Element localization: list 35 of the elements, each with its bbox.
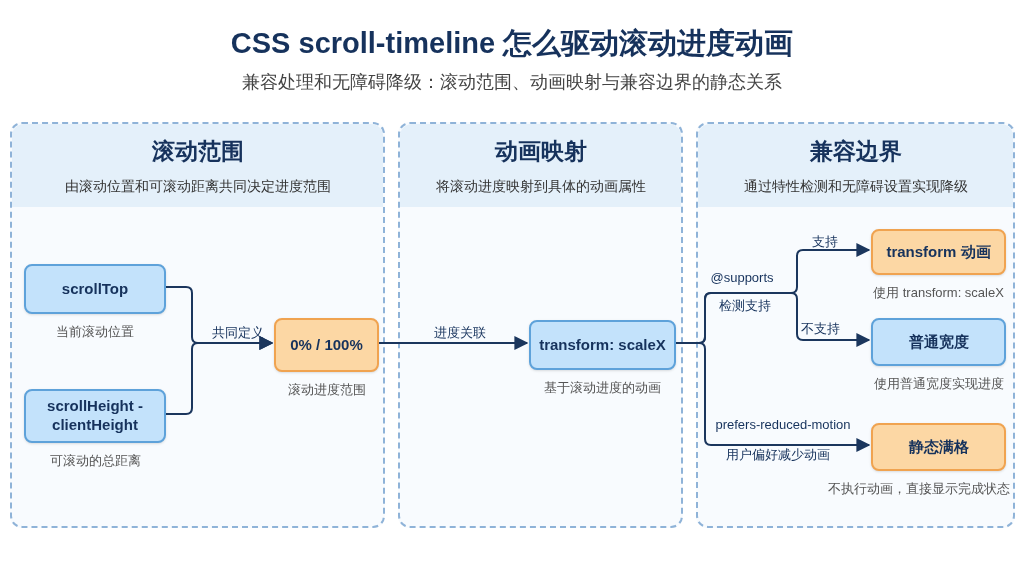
process-box: 0% / 100% — [274, 318, 379, 372]
node-caption: 不执行动画，直接显示完成状态 — [828, 480, 1010, 498]
panel-subtitle: 通过特性检测和无障碍设置实现降级 — [743, 177, 968, 197]
edge-label: 不支持 — [800, 320, 840, 339]
panel — [10, 122, 385, 528]
node-caption: 当前滚动位置 — [56, 323, 134, 341]
panel-subtitle: 由滚动位置和可滚动距离共同决定进度范围 — [64, 177, 331, 197]
edge-label: 进度关联 — [434, 324, 486, 343]
arrow — [376, 336, 529, 350]
process-box: 静态满格 — [871, 423, 1006, 471]
panel-title: 动画映射 — [494, 136, 587, 166]
process-box: 普通宽度 — [871, 318, 1006, 366]
panel-subtitle: 将滚动进度映射到具体的动画属性 — [435, 177, 646, 197]
edge-note: @supports — [710, 269, 774, 288]
process-box: scrollHeight - clientHeight — [24, 389, 166, 443]
panel — [398, 122, 683, 528]
panel — [696, 122, 1015, 528]
arrow — [163, 336, 274, 415]
node-caption: 滚动进度范围 — [287, 381, 366, 399]
node-caption: 基于滚动进度的动画 — [544, 379, 661, 397]
edge-label: 支持 — [812, 233, 838, 252]
panel-title: 滚动范围 — [151, 136, 244, 166]
edge-label: prefers-reduced-motion — [715, 416, 851, 435]
process-box: transform 动画 — [871, 229, 1006, 275]
node-caption: 可滚动的总距离 — [49, 452, 141, 470]
process-box: scrollTop — [24, 264, 166, 314]
edge-note: 检测支持 — [719, 297, 771, 316]
panel-title: 兼容边界 — [809, 136, 902, 166]
node-caption: 使用普通宽度实现进度 — [873, 375, 1004, 393]
edge-label: 共同定义 — [212, 324, 264, 343]
title: CSS scroll-timeline 怎么驱动滚动进度动画 — [229, 26, 795, 61]
edge-note: 用户偏好减少动画 — [726, 446, 830, 465]
node-caption: 使用 transform: scaleX — [873, 284, 1004, 302]
process-box: transform: scaleX — [529, 320, 676, 370]
subtitle: 兼容处理和无障碍降级：滚动范围、动画映射与兼容边界的静态关系 — [242, 70, 782, 94]
